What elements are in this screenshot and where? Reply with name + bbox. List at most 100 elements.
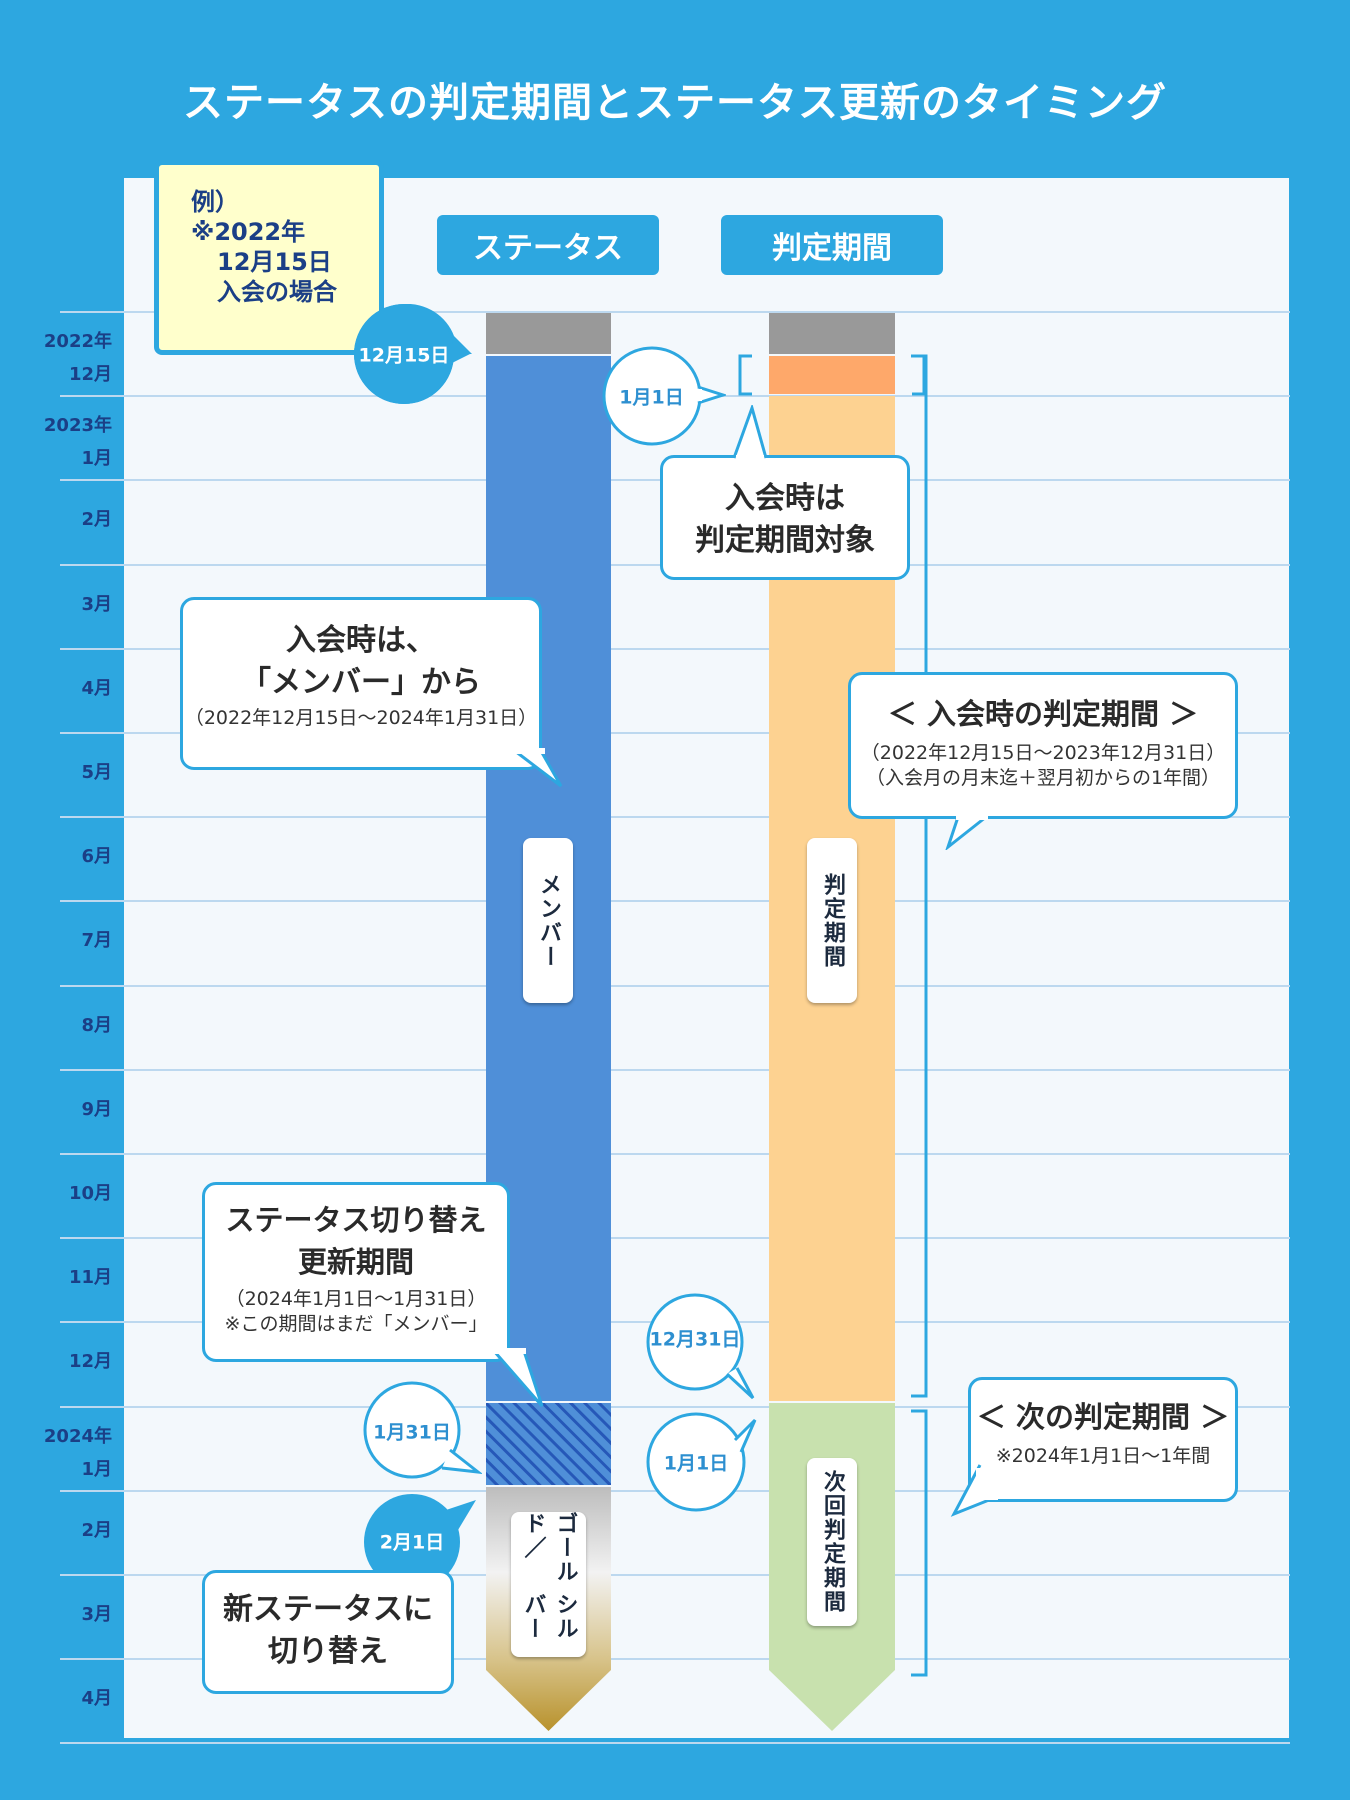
month-label-month: 12月 [68, 1351, 112, 1372]
gold-silver-label: ゴールド／ シルバー [511, 1512, 586, 1657]
month-row-line [60, 1069, 1290, 1071]
bubble-new-status-line1: 新ステータスに [223, 1592, 433, 1627]
status-column-header: ステータス [437, 215, 659, 275]
example-box: 例） ※2022年 12月15日 入会の場合 [154, 160, 384, 355]
month-label: 2024年 1月 [0, 1426, 112, 1480]
bubble-join-period: ＜ 入会時の判定期間 ＞ （2022年12月15日～2023年12月31日） （… [848, 672, 1238, 819]
month-label: 2月 [0, 509, 112, 530]
month-label-month: 4月 [81, 1688, 112, 1709]
month-label-month: 10月 [68, 1183, 112, 1204]
month-label: 3月 [0, 1604, 112, 1625]
bubble-join-period-tail [945, 814, 988, 850]
bubble-join-target: 入会時は 判定期間対象 [660, 455, 910, 580]
date-circle-0131: 1月31日 [362, 1380, 484, 1482]
bubble-new-status: 新ステータスに 切り替え [202, 1570, 454, 1694]
date-circle-1231: 12月31日 [645, 1292, 757, 1400]
bubble-switch-tail [492, 1348, 544, 1407]
bubble-join-period-title: ＜ 入会時の判定期間 ＞ [887, 697, 1199, 731]
date-1231: 12月31日 [649, 1328, 741, 1351]
month-label: 9月 [0, 1099, 112, 1120]
bubble-switch: ステータス切り替え 更新期間 （2024年1月1日～1月31日） ※この期間はま… [202, 1182, 510, 1362]
month-label: 12月 [0, 1351, 112, 1372]
month-label: 10月 [0, 1183, 112, 1204]
month-label-month: 9月 [81, 1099, 112, 1120]
month-label-year: 2023年 [43, 415, 112, 436]
bubble-switch-sub2: ※この期間はまだ「メンバー」 [224, 1313, 488, 1335]
month-label-month: 6月 [81, 846, 112, 867]
month-label-month: 5月 [81, 762, 112, 783]
silver-label: シルバー [520, 1592, 578, 1641]
bubble-next-period: ＜ 次の判定期間 ＞ ※2024年1月1日～1年間 [968, 1377, 1238, 1502]
month-row-line [60, 1153, 1290, 1155]
status-switch-period [486, 1403, 611, 1485]
example-label: 例） [191, 188, 239, 216]
date-circle-0101b-shape [646, 1412, 757, 1512]
date-circle-0101b: 1月1日 [645, 1410, 757, 1514]
first-month-bracket [738, 354, 752, 396]
month-label: 2022年 12月 [0, 331, 112, 385]
month-row-line [60, 1406, 1290, 1408]
date-1215: 12月15日 [358, 344, 450, 367]
month-row-line [60, 648, 1290, 650]
month-label: 5月 [0, 762, 112, 783]
month-label: 4月 [0, 1688, 112, 1709]
bubble-join-member-line1: 入会時は、 [286, 623, 436, 658]
bubble-join-period-sub1: （2022年12月15日～2023年12月31日） [860, 742, 1226, 764]
page-title: ステータスの判定期間とステータス更新のタイミング [183, 80, 1167, 126]
month-label-year: 2022年 [43, 331, 112, 352]
join-period-bracket [911, 354, 928, 1398]
date-circle-0201-shape [364, 1494, 476, 1590]
month-label: 3月 [0, 594, 112, 615]
bubble-join-target-line2: 判定期間対象 [695, 523, 875, 558]
judgment-column-header: 判定期間 [721, 215, 943, 275]
bubble-join-period-sub2: （入会月の月末迄＋翌月初からの1年間） [865, 767, 1221, 789]
month-label-month: 4月 [81, 678, 112, 699]
example-date: 12月15日 [217, 248, 332, 276]
next-judgment-label: 次回判定期間 [807, 1458, 857, 1626]
month-row-line [60, 1574, 1290, 1576]
bubble-join-target-line1: 入会時は [725, 481, 845, 516]
date-circle-0101a: 1月1日 [601, 345, 728, 447]
month-label: 2月 [0, 1520, 112, 1541]
first-month-bracket-right [912, 354, 926, 396]
month-label: 8月 [0, 1015, 112, 1036]
date-circle-0131-shape [363, 1381, 484, 1479]
bubble-next-period-sub: ※2024年1月1日～1年間 [995, 1445, 1211, 1467]
example-case: 入会の場合 [217, 278, 337, 306]
bubble-join-member-tail [513, 748, 563, 788]
bubble-join-member-sub: （2022年12月15日～2024年1月31日） [184, 707, 538, 729]
month-row-line [60, 732, 1290, 734]
month-row-line [60, 1237, 1290, 1239]
bubble-switch-sub1: （2024年1月1日～1月31日） [225, 1288, 487, 1310]
month-label-year: 2024年 [43, 1426, 112, 1447]
date-circle-0101a-shape [602, 346, 728, 446]
bubble-new-status-line2: 切り替え [268, 1634, 388, 1669]
status-before-join [486, 313, 611, 354]
judgment-before-join [769, 313, 895, 354]
month-row-line [60, 985, 1290, 987]
month-row-line [60, 311, 1290, 313]
date-circle-1215: 12月15日 [354, 303, 474, 404]
judgment-label: 判定期間 [807, 838, 857, 1003]
date-circle-0201: 2月1日 [362, 1490, 482, 1592]
date-0201: 2月1日 [379, 1531, 445, 1554]
next-period-bracket [911, 1409, 928, 1677]
month-label-month: 11月 [68, 1267, 112, 1288]
month-label-month: 12月 [68, 364, 112, 385]
month-label-month: 2月 [81, 509, 112, 530]
month-label: 4月 [0, 678, 112, 699]
month-label-month: 3月 [81, 1604, 112, 1625]
bubble-next-period-tail [950, 1464, 998, 1517]
bubble-next-period-title: ＜ 次の判定期間 ＞ [976, 1400, 1230, 1434]
month-label-month: 2月 [81, 1520, 112, 1541]
date-circle-1215-shape [354, 303, 472, 404]
month-row-line [60, 816, 1290, 818]
judgment-first-month [769, 356, 895, 394]
month-label: 7月 [0, 930, 112, 951]
month-label-month: 1月 [81, 1459, 112, 1480]
member-label: メンバー [523, 838, 573, 1003]
month-row-line [60, 1658, 1290, 1660]
bubble-join-member: 入会時は、 「メンバー」から （2022年12月15日～2024年1月31日） [180, 597, 542, 770]
